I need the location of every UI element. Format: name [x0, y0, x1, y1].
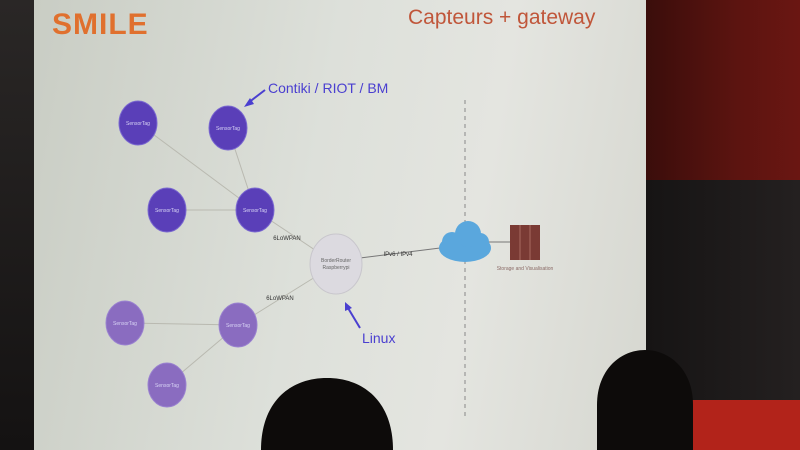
slide-title: Capteurs + gateway — [408, 6, 596, 29]
sensor-node — [208, 105, 248, 151]
sixlowpan-label: 6LoWPAN — [273, 236, 301, 242]
gateway-os-annotation: Linux — [362, 330, 396, 346]
sensor-node — [235, 187, 275, 233]
room-wall-red-bottom — [690, 400, 800, 450]
sensor-label: SensorTag — [113, 321, 137, 327]
room-wall-left — [0, 0, 40, 450]
audience-heads — [261, 350, 693, 450]
storage-label: Storage and Visualisation — [497, 266, 554, 272]
sensor-node — [118, 100, 158, 146]
sensor-label: SensorTag — [216, 126, 240, 132]
sensor-node — [105, 300, 145, 346]
sensor-label: SensorTag — [155, 383, 179, 389]
room-wall-red — [645, 0, 800, 180]
sensor-node — [147, 187, 187, 233]
border-router-node — [309, 233, 363, 295]
smile-logo: SMILE — [52, 8, 149, 41]
arrow-icon — [244, 89, 266, 107]
sixlowpan-label: 6LoWPAN — [266, 296, 294, 302]
sensor-os-annotation: Contiki / RIOT / BM — [268, 80, 389, 96]
arrow-icon — [345, 302, 361, 329]
sensor-node — [218, 302, 258, 348]
sensor-label: SensorTag — [243, 208, 267, 214]
server-icon — [510, 225, 540, 260]
sensor-node — [147, 362, 187, 408]
router-label-line2: Raspberrypi — [323, 265, 350, 271]
ip-link-line — [359, 247, 441, 259]
link-line — [137, 122, 256, 211]
sensor-label: SensorTag — [126, 121, 150, 127]
sensor-label: SensorTag — [155, 208, 179, 214]
projected-slide — [34, 0, 646, 450]
cloud-icon — [439, 221, 491, 262]
sensor-label: SensorTag — [226, 323, 250, 329]
ip-label: IPv6 / IPv4 — [383, 252, 413, 258]
router-label-line1: BorderRouter — [321, 258, 351, 264]
